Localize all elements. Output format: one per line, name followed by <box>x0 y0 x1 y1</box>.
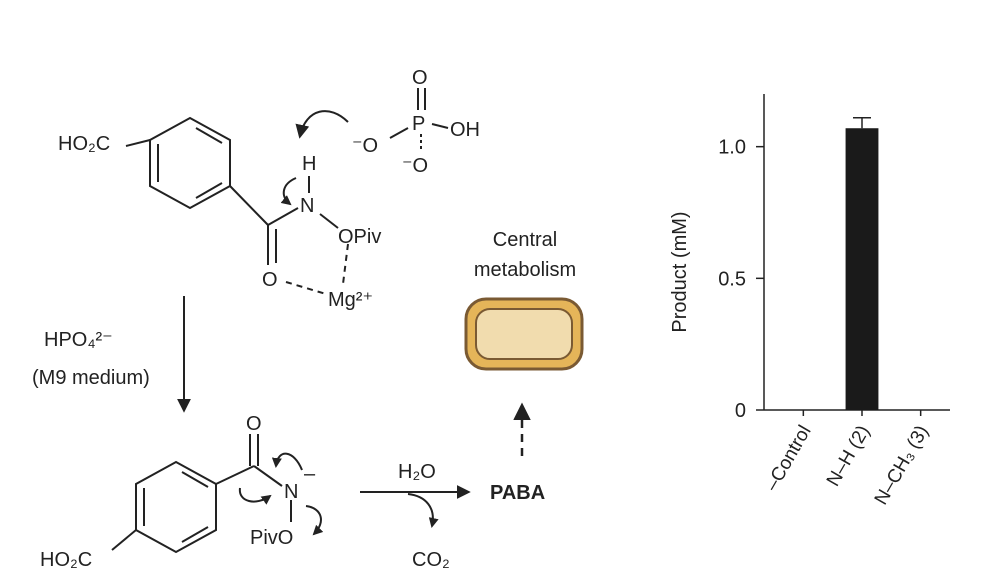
reactant-carbonyl-o-label: O <box>262 269 278 291</box>
benzene-ring-bottom <box>135 460 217 554</box>
reactant-opiv-label: OPiv <box>338 226 381 248</box>
water-label: H₂O <box>398 461 436 483</box>
curved-arrow-n-to-carbonyl <box>271 452 303 471</box>
phosphate-o-top: O <box>412 67 428 89</box>
cell-label-line1: Central <box>493 229 557 251</box>
y-tick-label: 0 <box>735 400 746 422</box>
curved-arrow-nh-to-n <box>280 177 297 206</box>
curved-arrow-no-cleavage <box>305 505 324 536</box>
x-tick-label: –Control <box>762 422 816 495</box>
ring-to-carbonyl-bond-2 <box>215 465 255 485</box>
curved-arrow-phosphate-to-h <box>295 110 349 139</box>
mg-dash-opiv <box>342 243 349 285</box>
intermediate-structure <box>111 434 292 554</box>
reactant-structure <box>125 116 349 295</box>
n-o-bond <box>319 213 339 229</box>
ring-to-carbonyl-bond <box>229 185 269 226</box>
intermediate-acid-label: HO₂C <box>40 549 92 571</box>
x-tick-label: N–H (2) <box>823 422 874 490</box>
y-tick-label: 1.0 <box>718 137 746 159</box>
phosphate-p: P <box>412 113 425 135</box>
intermediate-pivo-label: PivO <box>250 527 293 549</box>
reagent-formula: HPO₄²⁻ <box>44 329 113 351</box>
phosphate-structure <box>389 88 449 152</box>
phosphate-o-minus-bottom: ⁻O <box>402 155 428 177</box>
bacterial-cell-interior <box>475 308 573 360</box>
reactant-n-label: N <box>300 195 314 217</box>
intermediate-charge: – <box>304 463 316 485</box>
benzene-ring-top <box>149 116 231 210</box>
phosphate-oh: OH <box>450 119 480 141</box>
ring-to-acid-bond <box>125 139 151 147</box>
x-tick-label: N–CH₃ (3) <box>871 422 933 509</box>
c-n-bond-2 <box>253 465 283 487</box>
bar <box>845 128 879 410</box>
c-n-bond <box>267 207 299 226</box>
reactant-h-label: H <box>302 153 316 175</box>
phosphate-o-minus-left: ⁻O <box>352 135 378 157</box>
intermediate-o-label: O <box>246 413 262 435</box>
intermediate-n-label: N <box>284 481 298 503</box>
reactant-acid-label: HO₂C <box>58 133 110 155</box>
y-tick-label: 0.5 <box>718 268 746 290</box>
paba-label: PABA <box>490 482 545 504</box>
curved-arrow-carbon-migration <box>238 487 272 505</box>
cell-label-line2: metabolism <box>474 259 576 281</box>
co2-label: CO₂ <box>412 549 450 571</box>
y-axis-label: Product (mM) <box>669 211 691 332</box>
co2-release-arrow <box>407 493 439 528</box>
magnesium-label: Mg²⁺ <box>328 289 373 311</box>
reagent-condition: (M9 medium) <box>32 367 150 389</box>
mg-dash-o <box>285 281 327 295</box>
